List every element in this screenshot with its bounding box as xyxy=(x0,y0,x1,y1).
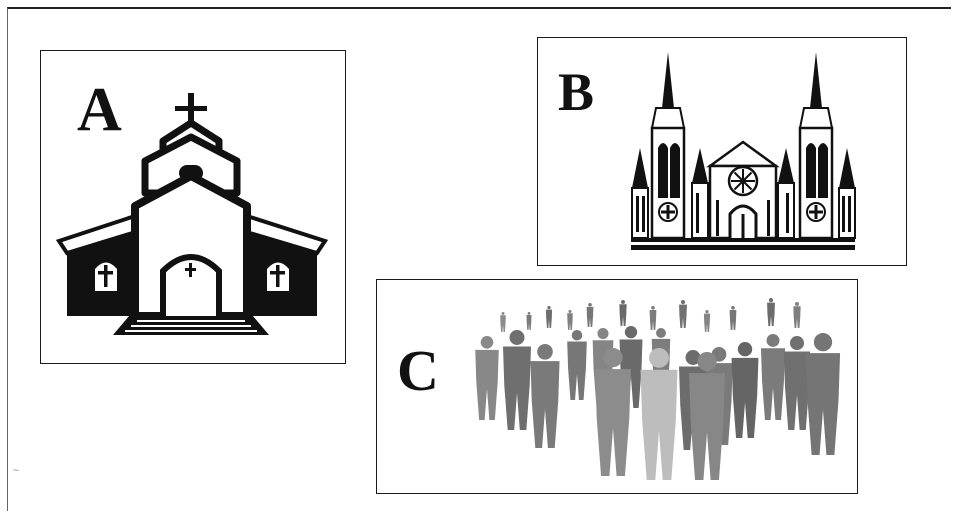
person-silhouette xyxy=(760,334,786,420)
person-silhouette xyxy=(703,310,711,332)
person-silhouette xyxy=(595,348,631,476)
panel-b: B xyxy=(537,37,907,266)
panel-label-c: C xyxy=(397,338,439,403)
person-silhouette xyxy=(475,336,499,420)
panel-label-a: A xyxy=(77,76,122,144)
person-silhouette xyxy=(679,300,687,328)
person-silhouette xyxy=(783,336,811,430)
panel-a: A xyxy=(40,50,346,364)
person-silhouette xyxy=(567,330,587,400)
scan-speck: ~ xyxy=(12,466,20,476)
person-silhouette xyxy=(526,312,532,330)
person-silhouette xyxy=(689,352,725,480)
person-silhouette xyxy=(503,330,531,430)
person-silhouette xyxy=(729,306,737,330)
gothic-cathedral-icon xyxy=(631,52,856,250)
person-silhouette xyxy=(793,302,801,328)
person-silhouette xyxy=(640,348,678,480)
person-silhouette xyxy=(731,342,759,438)
small-church-icon xyxy=(55,93,329,335)
figure-frame xyxy=(7,7,951,511)
panel-c: C xyxy=(376,279,858,494)
person-silhouette xyxy=(500,312,506,332)
person-silhouette xyxy=(545,306,553,328)
panel-label-b: B xyxy=(558,62,595,122)
person-silhouette xyxy=(619,300,627,326)
person-silhouette xyxy=(767,298,775,326)
crowd-of-people-icon xyxy=(475,298,841,480)
person-silhouette xyxy=(805,333,841,455)
person-silhouette xyxy=(530,344,560,448)
person-silhouette xyxy=(586,303,594,327)
person-silhouette xyxy=(649,306,657,330)
person-silhouette xyxy=(567,310,573,330)
